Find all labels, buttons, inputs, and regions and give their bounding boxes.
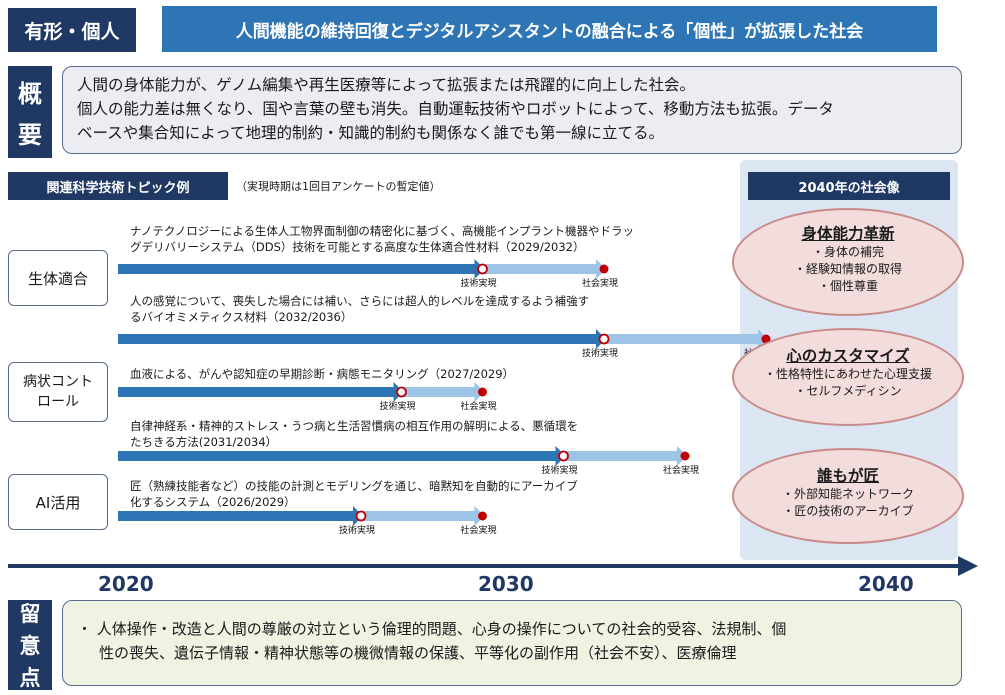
notes-line: ・ 人体操作・改造と人間の尊厳の対立という倫理的問題、心身の操作についての社会的… bbox=[77, 620, 787, 638]
topic-line: 人の感覚について、喪失した場合には補い、さらには超人的レベルを達成するよう補強す bbox=[130, 294, 590, 308]
timeline-year: 2040 bbox=[858, 572, 914, 596]
topic-line: 匠（熟練技能者など）の技能の計測とモデリングを通じ、暗黙知を自動的にアーカイブ bbox=[130, 479, 578, 493]
social-arrow bbox=[563, 446, 687, 466]
timeline-arrowhead bbox=[958, 556, 978, 576]
topics-header: 関連科学技術トピック例 bbox=[8, 172, 228, 200]
category-biocompat: 生体適合 bbox=[8, 250, 108, 306]
overview-label-char: 要 bbox=[18, 121, 42, 149]
future-card-title: 身体能力革新 bbox=[801, 225, 895, 243]
tech-arrow bbox=[118, 329, 606, 349]
social-milestone-label: 社会実現 bbox=[460, 526, 497, 536]
tech-milestone-dot bbox=[558, 450, 569, 462]
social-milestone-label: 社会実現 bbox=[582, 279, 619, 289]
notes-box: ・ 人体操作・改造と人間の尊厳の対立という倫理的問題、心身の操作についての社会的… bbox=[62, 600, 962, 686]
future-card-body: 身体能力革新 ・身体の補完 ・経験知情報の取得 ・個性尊重 bbox=[732, 208, 964, 316]
social-milestone-dot bbox=[478, 387, 487, 397]
topic-line: るバイオミメティクス材料（2032/2036） bbox=[130, 310, 353, 324]
tech-milestone-label: 技術実現 bbox=[339, 526, 376, 536]
topic-line: ナノテクノロジーによる生体人工物界面制御の精密化に基づく、高機能インプラント機器… bbox=[130, 224, 635, 238]
overview-box: 人間の身体能力が、ゲノム編集や再生医療等によって拡張または飛躍的に向上した社会。… bbox=[62, 66, 962, 154]
tech-milestone-label: 技術実現 bbox=[460, 279, 497, 289]
social-milestone-dot bbox=[599, 264, 609, 274]
topic-description: ナノテクノロジーによる生体人工物界面制御の精密化に基づく、高機能インプラント機器… bbox=[130, 223, 634, 255]
tech-milestone-label: 技術実現 bbox=[582, 349, 619, 359]
future-card-line: ・セルフメディシン bbox=[794, 384, 902, 398]
future-card-line: ・性格特性にあわせた心理支援 bbox=[763, 367, 932, 381]
category-ai: AI活用 bbox=[8, 474, 108, 530]
timeline-year: 2020 bbox=[98, 572, 154, 596]
overview-text-line: ベースや集合知によって地理的制約・知識的制約も関係なく誰でも第一線に立てる。 bbox=[77, 124, 664, 142]
future-card-craftsman: 誰もが匠 ・外部知能ネットワーク ・匠の技術のアーカイブ bbox=[732, 448, 964, 544]
tech-milestone-label: 技術実現 bbox=[379, 402, 416, 412]
future-card-line: ・身体の補完 bbox=[811, 245, 884, 259]
social-arrow bbox=[361, 506, 485, 526]
page-title: 人間機能の維持回復とデジタルアシスタントの融合による「個性」が拡張した社会 bbox=[162, 6, 937, 52]
topic-description: 自律神経系・精神的ストレス・うつ病と生活習慣病の相互作用の解明による、悪循環を … bbox=[130, 418, 578, 450]
tech-arrow bbox=[118, 382, 404, 402]
overview-text-line: 個人の能力差は無くなり、国や言葉の壁も消失。自動運転技術やロボットによって、移動… bbox=[77, 100, 834, 118]
topic-description: 匠（熟練技能者など）の技能の計測とモデリングを通じ、暗黙知を自動的にアーカイブ … bbox=[130, 478, 578, 510]
future-card-title: 誰もが匠 bbox=[816, 467, 879, 485]
tech-arrow bbox=[118, 506, 363, 526]
topic-description: 血液による、がんや認知症の早期診断・病態モニタリング（2027/2029） bbox=[130, 366, 514, 382]
tech-milestone-dot bbox=[598, 333, 610, 345]
notes-line: 性の喪失、遺伝子情報・精神状態等の機微情報の保護、平等化の副作用（社会不安）、医… bbox=[99, 644, 737, 662]
social-milestone-dot bbox=[478, 511, 487, 521]
notes-label-char: 留 bbox=[19, 602, 41, 626]
social-arrow bbox=[604, 329, 768, 349]
future-card-line: ・匠の技術のアーカイブ bbox=[782, 504, 914, 518]
topics-note: （実現時期は1回目アンケートの暫定値） bbox=[236, 180, 441, 193]
topic-line: 血液による、がんや認知症の早期診断・病態モニタリング（2027/2029） bbox=[130, 367, 515, 381]
tech-arrow bbox=[118, 259, 485, 279]
tech-milestone-dot bbox=[396, 386, 407, 398]
social-arrow bbox=[401, 382, 485, 402]
future-card-line: ・経験知情報の取得 bbox=[793, 262, 902, 276]
timeline-year: 2030 bbox=[478, 572, 534, 596]
notes-label-char: 意 bbox=[19, 634, 41, 658]
overview-label: 概 要 bbox=[8, 66, 52, 158]
notes-label: 留 意 点 bbox=[8, 600, 52, 690]
topic-line: グデリバリーシステム（DDS）技術を可能とする高度な生体適合性材料（2029/2… bbox=[130, 240, 585, 254]
tech-milestone-dot bbox=[355, 510, 367, 522]
topic-line: たちきる方法(2031/2034） bbox=[130, 435, 278, 449]
future-card-line: ・個性尊重 bbox=[817, 279, 878, 293]
topic-line: 化するシステム（2026/2029） bbox=[130, 495, 296, 509]
social-milestone-label: 社会実現 bbox=[460, 402, 497, 412]
category-tag: 有形・個人 bbox=[8, 8, 136, 52]
overview-label-char: 概 bbox=[18, 80, 42, 108]
future-card-line: ・外部知能ネットワーク bbox=[781, 487, 914, 501]
tech-milestone-label: 技術実現 bbox=[541, 466, 578, 476]
category-disease-control: 病状コント ロール bbox=[8, 362, 108, 422]
topic-description: 人の感覚について、喪失した場合には補い、さらには超人的レベルを達成するよう補強す… bbox=[130, 293, 589, 325]
topic-line: 自律神経系・精神的ストレス・うつ病と生活習慣病の相互作用の解明による、悪循環を bbox=[130, 419, 579, 433]
social-milestone-dot bbox=[680, 451, 690, 461]
tech-milestone-dot bbox=[477, 263, 488, 275]
overview-text-line: 人間の身体能力が、ゲノム編集や再生医療等によって拡張または飛躍的に向上した社会。 bbox=[77, 76, 695, 94]
notes-label-char: 点 bbox=[19, 666, 41, 690]
social-arrow bbox=[482, 259, 606, 279]
future-card-title: 心のカスタマイズ bbox=[786, 347, 910, 365]
future-header: 2040年の社会像 bbox=[748, 172, 950, 200]
future-card-mind: 心のカスタマイズ ・性格特性にあわせた心理支援 ・セルフメディシン bbox=[732, 328, 964, 426]
social-milestone-label: 社会実現 bbox=[663, 466, 700, 476]
tech-arrow bbox=[118, 446, 566, 466]
